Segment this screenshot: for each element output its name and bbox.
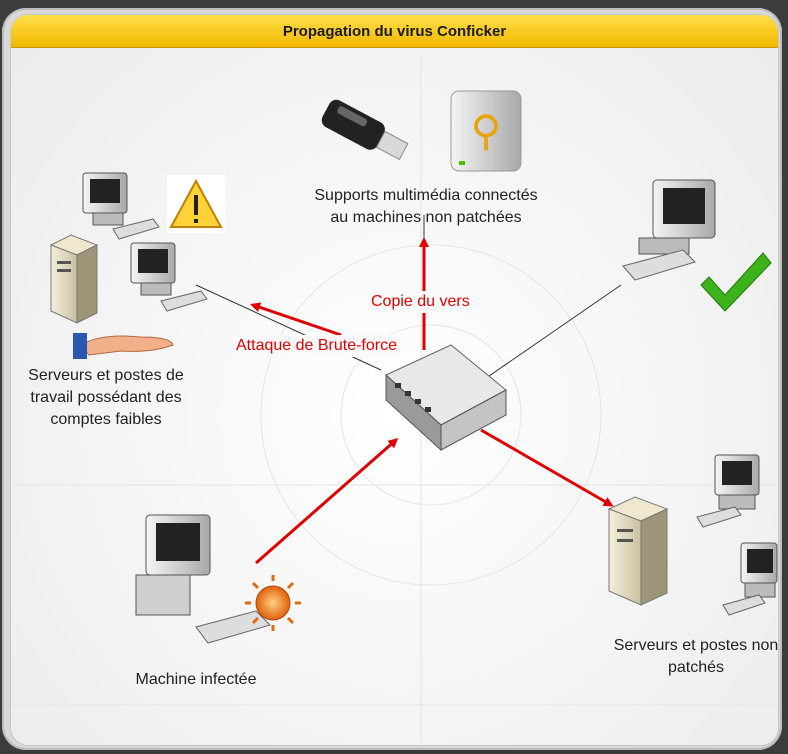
computer-icon bbox=[130, 242, 208, 312]
arrow-brute-force bbox=[250, 302, 342, 337]
unpatched-line2: patchés bbox=[667, 659, 725, 676]
weak-hosts-line2: travail possédant des bbox=[30, 389, 182, 406]
weak-hosts-label: Serveurs et postes de travail possédant … bbox=[11, 365, 201, 431]
line-patched bbox=[475, 284, 622, 386]
computer-icon bbox=[135, 514, 271, 644]
network-diagram: ⚲ bbox=[11, 55, 778, 745]
hand-icon bbox=[73, 333, 174, 359]
usb-drive-icon: ⚲ bbox=[450, 90, 522, 172]
propagation-arrows bbox=[250, 237, 614, 565]
usb-label-line1: Supports multimédia connectés bbox=[314, 187, 538, 204]
unpatched-line1: Serveurs et postes non bbox=[613, 637, 779, 654]
arrow-switch-to-unpatched bbox=[480, 428, 614, 507]
usb-stick-icon bbox=[321, 99, 409, 161]
diagram-panel: Propagation du virus Conficker bbox=[10, 14, 779, 746]
weak-hosts-line1: Serveurs et postes de bbox=[28, 367, 184, 384]
network-switch-icon bbox=[385, 344, 507, 452]
server-icon bbox=[607, 496, 669, 606]
brute-force-label: Attaque de Brute-force bbox=[233, 335, 400, 357]
computer-icon bbox=[696, 454, 760, 528]
diagram-title: Propagation du virus Conficker bbox=[282, 22, 507, 40]
line-weak-hosts bbox=[195, 284, 382, 371]
check-icon bbox=[700, 252, 772, 312]
warning-icon bbox=[167, 175, 225, 233]
svg-text:⚲: ⚲ bbox=[471, 106, 502, 155]
computer-icon bbox=[82, 172, 160, 240]
arrow-infected-to-switch bbox=[255, 438, 399, 565]
infected-label: Machine infectée bbox=[135, 671, 257, 688]
server-icon bbox=[49, 234, 99, 324]
computer-icon bbox=[722, 542, 778, 616]
weak-hosts-line3: comptes faibles bbox=[50, 411, 162, 428]
frame: Propagation du virus Conficker bbox=[2, 8, 782, 750]
computer-icon bbox=[622, 179, 716, 281]
virus-icon bbox=[245, 575, 301, 631]
unpatched-label: Serveurs et postes non patchés bbox=[596, 635, 779, 679]
title-bar: Propagation du virus Conficker bbox=[11, 15, 778, 48]
usb-label: Supports multimédia connectés au machine… bbox=[296, 185, 556, 229]
usb-label-line2: au machines non patchées bbox=[330, 209, 522, 226]
copy-worm-label: Copie du vers bbox=[368, 291, 473, 313]
